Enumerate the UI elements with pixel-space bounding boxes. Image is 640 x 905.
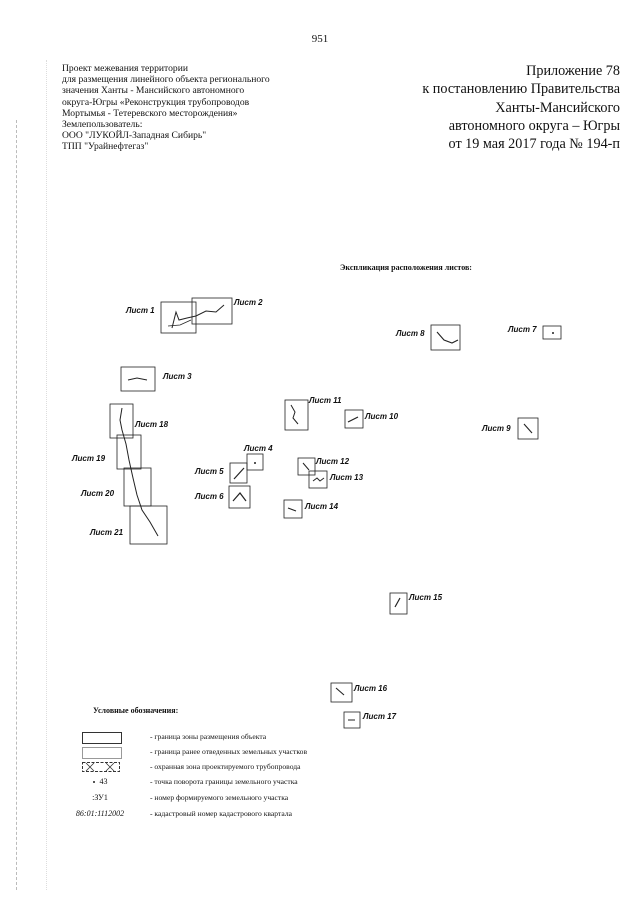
pipeline-route (523, 423, 533, 434)
pipeline-route (312, 477, 325, 482)
sheet-label: Лист 11 (308, 396, 342, 405)
sheet-7-frame (542, 325, 562, 340)
sheet-6-frame (228, 485, 251, 509)
sheet-label: Лист 14 (304, 502, 339, 511)
legend-title: Условные обозначения: (93, 706, 179, 715)
pipeline-route (436, 331, 459, 344)
sheet-13-frame (308, 470, 328, 489)
prior-plot-boundary-symbol (82, 747, 122, 759)
sheet-2-frame (191, 297, 233, 325)
pipeline-route (233, 467, 245, 480)
project-info: Проект межевания территории для размещен… (62, 63, 322, 153)
sheet-label: Лист 18 (134, 420, 169, 429)
appendix-header: Приложение 78 к постановлению Правительс… (290, 62, 620, 153)
pipeline-route (127, 377, 148, 381)
legend-code: 43 (70, 777, 130, 786)
legend-text: - граница зоны размещения объекта (150, 732, 267, 741)
sheet-label: Лист 13 (329, 473, 364, 482)
pipeline-route (290, 404, 299, 425)
sheet-21-frame (129, 505, 168, 545)
legend-item: - граница зоны размещения объекта (70, 731, 370, 745)
sheet-17-frame (343, 711, 361, 729)
sheet-label: Лист 4 (243, 444, 273, 453)
project-line: для размещения линейного объекта региона… (62, 74, 270, 86)
sheet-3-frame (120, 366, 156, 392)
sheet-8-frame (430, 324, 461, 351)
project-line: ТПП "Урайнефтегаз" (62, 141, 149, 153)
sheet-label: Лист 12 (315, 457, 350, 466)
sheet-label: Лист 21 (89, 528, 124, 537)
sheet-label: Лист 5 (194, 467, 224, 476)
pipeline-route (302, 462, 310, 471)
legend-text: - граница ранее отведенных земельных уча… (150, 747, 308, 756)
pipeline-route (394, 597, 401, 608)
pipeline-route (171, 304, 225, 329)
turn-point (254, 462, 256, 464)
sheet-label: Лист 20 (80, 489, 115, 498)
legend-item: 86:01:1112002 - кадастровый номер кадаст… (70, 808, 370, 822)
legend-text: - номер формируемого земельного участка (150, 793, 289, 802)
sheet-label: Лист 9 (481, 424, 511, 433)
project-line: округа-Югры «Реконструкция трубопроводов (62, 96, 250, 108)
sheet-label: Лист 8 (395, 329, 425, 338)
sheet-9-frame (517, 417, 539, 440)
pipeline-route (167, 319, 192, 327)
turn-point (552, 332, 554, 334)
sheet-1-frame (160, 301, 197, 334)
appendix-line: автономного округа – Югры (448, 117, 620, 134)
turn-point-symbol (92, 781, 95, 784)
project-line: ООО "ЛУКОЙЛ-Западная Сибирь" (62, 130, 207, 142)
pipeline-route (119, 407, 159, 537)
sheet-11-frame (284, 399, 309, 431)
sheet-label: Лист 10 (364, 412, 399, 421)
legend-text: - точка поворота границы земельного учас… (150, 777, 298, 786)
appendix-line: от 19 мая 2017 года № 194-п (448, 136, 620, 153)
pipeline-route (335, 687, 345, 696)
sheet-12-frame (297, 457, 316, 476)
legend-item: - охранная зона проектируемого трубопров… (70, 761, 370, 775)
pipeline-route (287, 507, 297, 512)
sheet-label: Лист 16 (353, 684, 388, 693)
page-number: 951 (311, 33, 329, 45)
legend-item: :ЗУ1 - номер формируемого земельного уча… (70, 792, 370, 806)
project-line: значения Ханты - Мансийского автономного (62, 85, 245, 97)
appendix-line: Ханты-Мансийского (495, 99, 620, 116)
sheet-16-frame (330, 682, 353, 703)
sheet-label: Лист 2 (233, 298, 263, 307)
project-line: Мортымья - Тетеревского месторождения» (62, 107, 238, 119)
sheet-5-frame (229, 462, 248, 484)
sheet-4-frame (246, 453, 264, 471)
sheet-19-frame (116, 434, 142, 470)
pipeline-route (347, 416, 359, 423)
sheet-label: Лист 15 (408, 593, 443, 602)
legend-code: 86:01:1112002 (75, 809, 125, 818)
explication-title: Экспликация расположения листов: (340, 263, 472, 272)
protection-zone-symbol (82, 762, 120, 772)
appendix-line: к постановлению Правительства (422, 81, 620, 98)
zone-boundary-symbol (82, 732, 122, 744)
legend-item: 43 - точка поворота границы земельного у… (70, 776, 370, 790)
sheet-label: Лист 6 (194, 492, 224, 501)
project-line: Проект межевания территории (62, 63, 188, 74)
sheet-18-frame (109, 403, 134, 439)
sheet-label: Лист 1 (125, 306, 155, 315)
appendix-line: Приложение 78 (526, 63, 620, 79)
sheet-label: Лист 3 (162, 372, 192, 381)
legend-code: :ЗУ1 (92, 793, 108, 802)
legend-text: - охранная зона проектируемого трубопров… (150, 762, 301, 771)
sheet-label: Лист 19 (71, 454, 106, 463)
legend-item: - граница ранее отведенных земельных уча… (70, 746, 370, 760)
pipeline-route (232, 492, 247, 502)
scan-edge-line (16, 120, 17, 890)
sheet-10-frame (344, 409, 364, 429)
project-line: Землепользователь: (62, 119, 143, 131)
sheet-20-frame (123, 467, 152, 507)
sheet-label: Лист 7 (507, 325, 537, 334)
legend-text: - кадастровый номер кадастрового квартал… (150, 809, 292, 818)
sheet-14-frame (283, 499, 303, 519)
scan-edge-line (46, 60, 47, 890)
sheet-label: Лист 17 (362, 712, 397, 721)
sheet-15-frame (389, 592, 408, 615)
